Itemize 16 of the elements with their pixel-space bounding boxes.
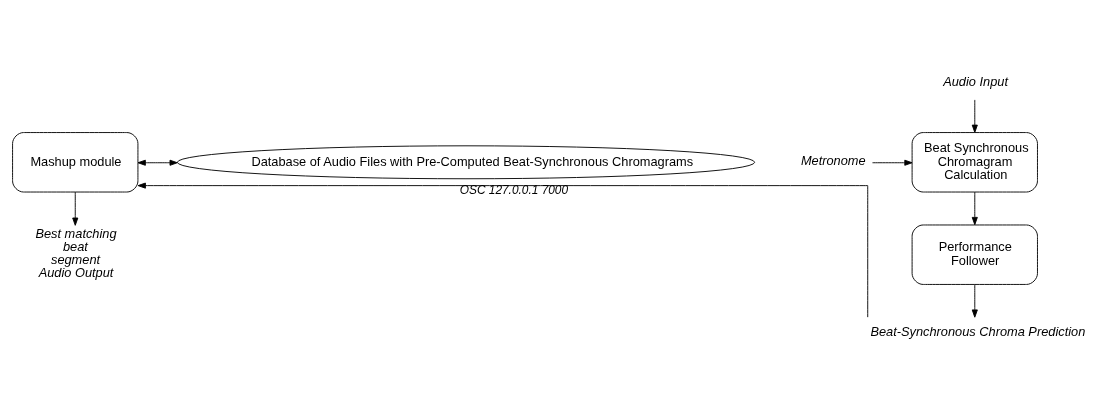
arrow — [971, 191, 978, 225]
edge-label: OSC 127.0.0.1 7000 — [459, 182, 569, 197]
node-text: Beat-Synchronous Chroma Prediction — [870, 323, 1086, 339]
node-box: Beat Synchronous Chromagram Calculation — [911, 131, 1038, 192]
arrow — [971, 98, 978, 133]
arrow — [872, 159, 913, 166]
arrow — [137, 182, 869, 318]
arrow — [137, 159, 178, 166]
node-box: Mashup module — [12, 131, 139, 192]
arrow — [971, 283, 978, 318]
node-text: Audio Input — [943, 73, 1008, 89]
node-ellipse: Database of Audio Files with Pre-Computed Beat-Synchronous Chromagrams — [176, 144, 756, 179]
arrow — [72, 191, 79, 226]
node-box: Performance Follower — [911, 224, 1038, 285]
node-text: Metronome — [800, 152, 866, 168]
node-text: Best matching beat segment Audio Output — [35, 225, 117, 280]
